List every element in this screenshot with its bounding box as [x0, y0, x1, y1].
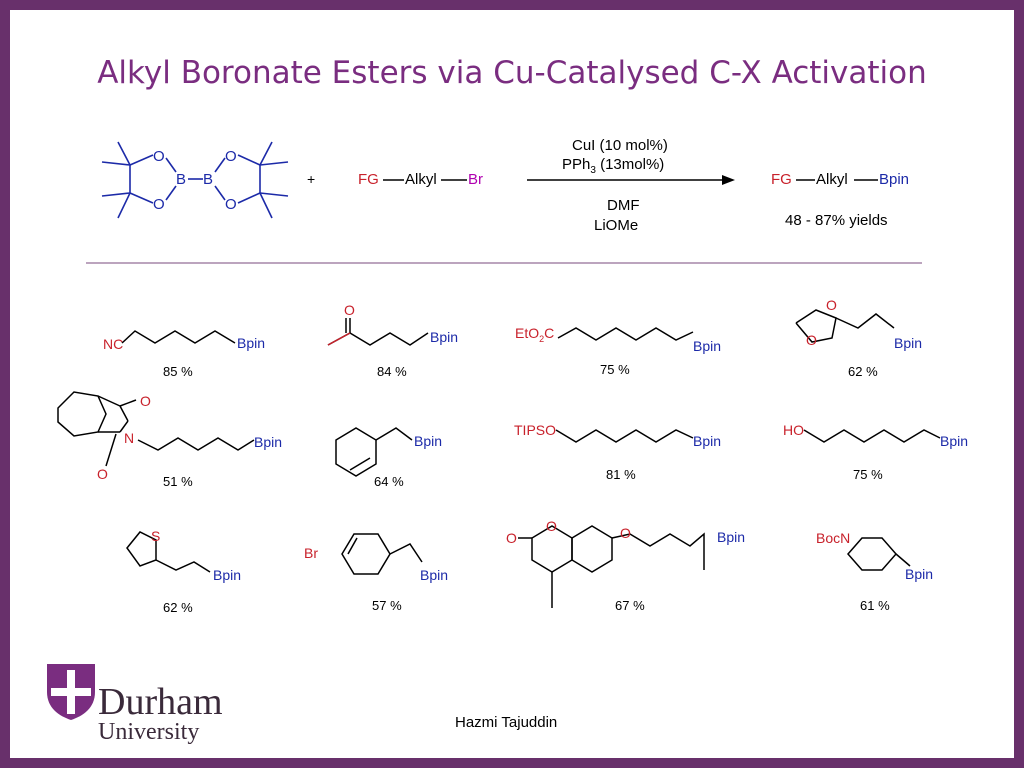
durham-logo: Durham University: [98, 683, 223, 745]
bpin-label: Bpin: [693, 338, 722, 354]
fg-label-thiophene-s: S: [151, 528, 161, 544]
logo-name: Durham: [98, 681, 223, 723]
condition-base: LiOMe: [594, 217, 639, 234]
fg-label-dioxolane-o1: O: [826, 297, 837, 313]
yield-label: 62 %: [163, 600, 193, 615]
yield-label: 62 %: [848, 364, 878, 379]
fg-label-hydroxyl: HO: [783, 422, 804, 438]
bpin-label: Bpin: [940, 433, 969, 449]
fg-label-ester: EtO2C: [515, 325, 555, 344]
fg-label-bromide: Br: [304, 545, 318, 561]
author-name: Hazmi Tajuddin: [455, 714, 558, 731]
fg-label-coumarin-o2: O: [546, 518, 557, 534]
atom-o: O: [153, 196, 165, 213]
bpin-label: Bpin: [237, 335, 266, 351]
product-boryl: Bpin: [879, 171, 910, 188]
b2pin2-atoms: O O B B O O: [153, 148, 237, 213]
fg-label-coumarin-o3: O: [620, 525, 631, 541]
fg-label-dioxolane-o2: O: [806, 332, 817, 348]
product-alkyl: Alkyl: [816, 171, 848, 188]
bpin-label: Bpin: [693, 433, 722, 449]
durham-crest-icon: [47, 664, 95, 720]
substrate-alkyl: Alkyl: [405, 171, 437, 188]
yield-label: 75 %: [600, 362, 630, 377]
atom-o: O: [225, 148, 237, 165]
atom-b: B: [203, 171, 213, 188]
bpin-label: Bpin: [420, 567, 449, 583]
yield-label: 84 %: [377, 364, 407, 379]
bpin-label: Bpin: [717, 529, 746, 545]
b2pin2-structure: [101, 141, 289, 219]
bpin-label: Bpin: [414, 433, 443, 449]
condition-ligand: PPh3 (13mol%): [562, 156, 665, 176]
bpin-label: Bpin: [905, 566, 934, 582]
yield-label: 75 %: [853, 467, 883, 482]
plus-sign: +: [307, 171, 316, 187]
yield-label: 85 %: [163, 364, 193, 379]
yield-label: 61 %: [860, 598, 890, 613]
fg-label-ketone: O: [344, 302, 355, 318]
fg-label-imide-o2: O: [97, 466, 108, 482]
fg-label-imide-o1: O: [140, 393, 151, 409]
condition-solvent: DMF: [607, 197, 640, 214]
yield-label: 64 %: [374, 474, 404, 489]
slide-title: Alkyl Boronate Esters via Cu-Catalysed C…: [97, 55, 927, 91]
atom-o: O: [153, 148, 165, 165]
fg-label-imide-n: N: [124, 430, 135, 446]
bpin-label: Bpin: [894, 335, 923, 351]
substrate-halide: Br: [468, 171, 483, 188]
atom-b: B: [176, 171, 186, 188]
atom-o: O: [225, 196, 237, 213]
product-fg: FG: [771, 171, 792, 188]
condition-catalyst: CuI (10 mol%): [572, 137, 668, 154]
fg-label-coumarin-o1: O: [506, 530, 517, 546]
substrate-fg: FG: [358, 171, 379, 188]
fg-label-nitrile: NC: [103, 336, 124, 352]
fg-label-tipso: TIPSO: [514, 422, 557, 438]
yield-label: 81 %: [606, 467, 636, 482]
yield-label: 57 %: [372, 598, 402, 613]
bpin-label: Bpin: [254, 434, 283, 450]
yield-label: 67 %: [615, 598, 645, 613]
bpin-label: Bpin: [213, 567, 242, 583]
yield-range: 48 - 87% yields: [785, 212, 888, 229]
logo-subname: University: [98, 719, 200, 745]
bpin-label: Bpin: [430, 329, 459, 345]
fg-label-boc-n: BocN: [816, 530, 851, 546]
yield-label: 51 %: [163, 474, 193, 489]
